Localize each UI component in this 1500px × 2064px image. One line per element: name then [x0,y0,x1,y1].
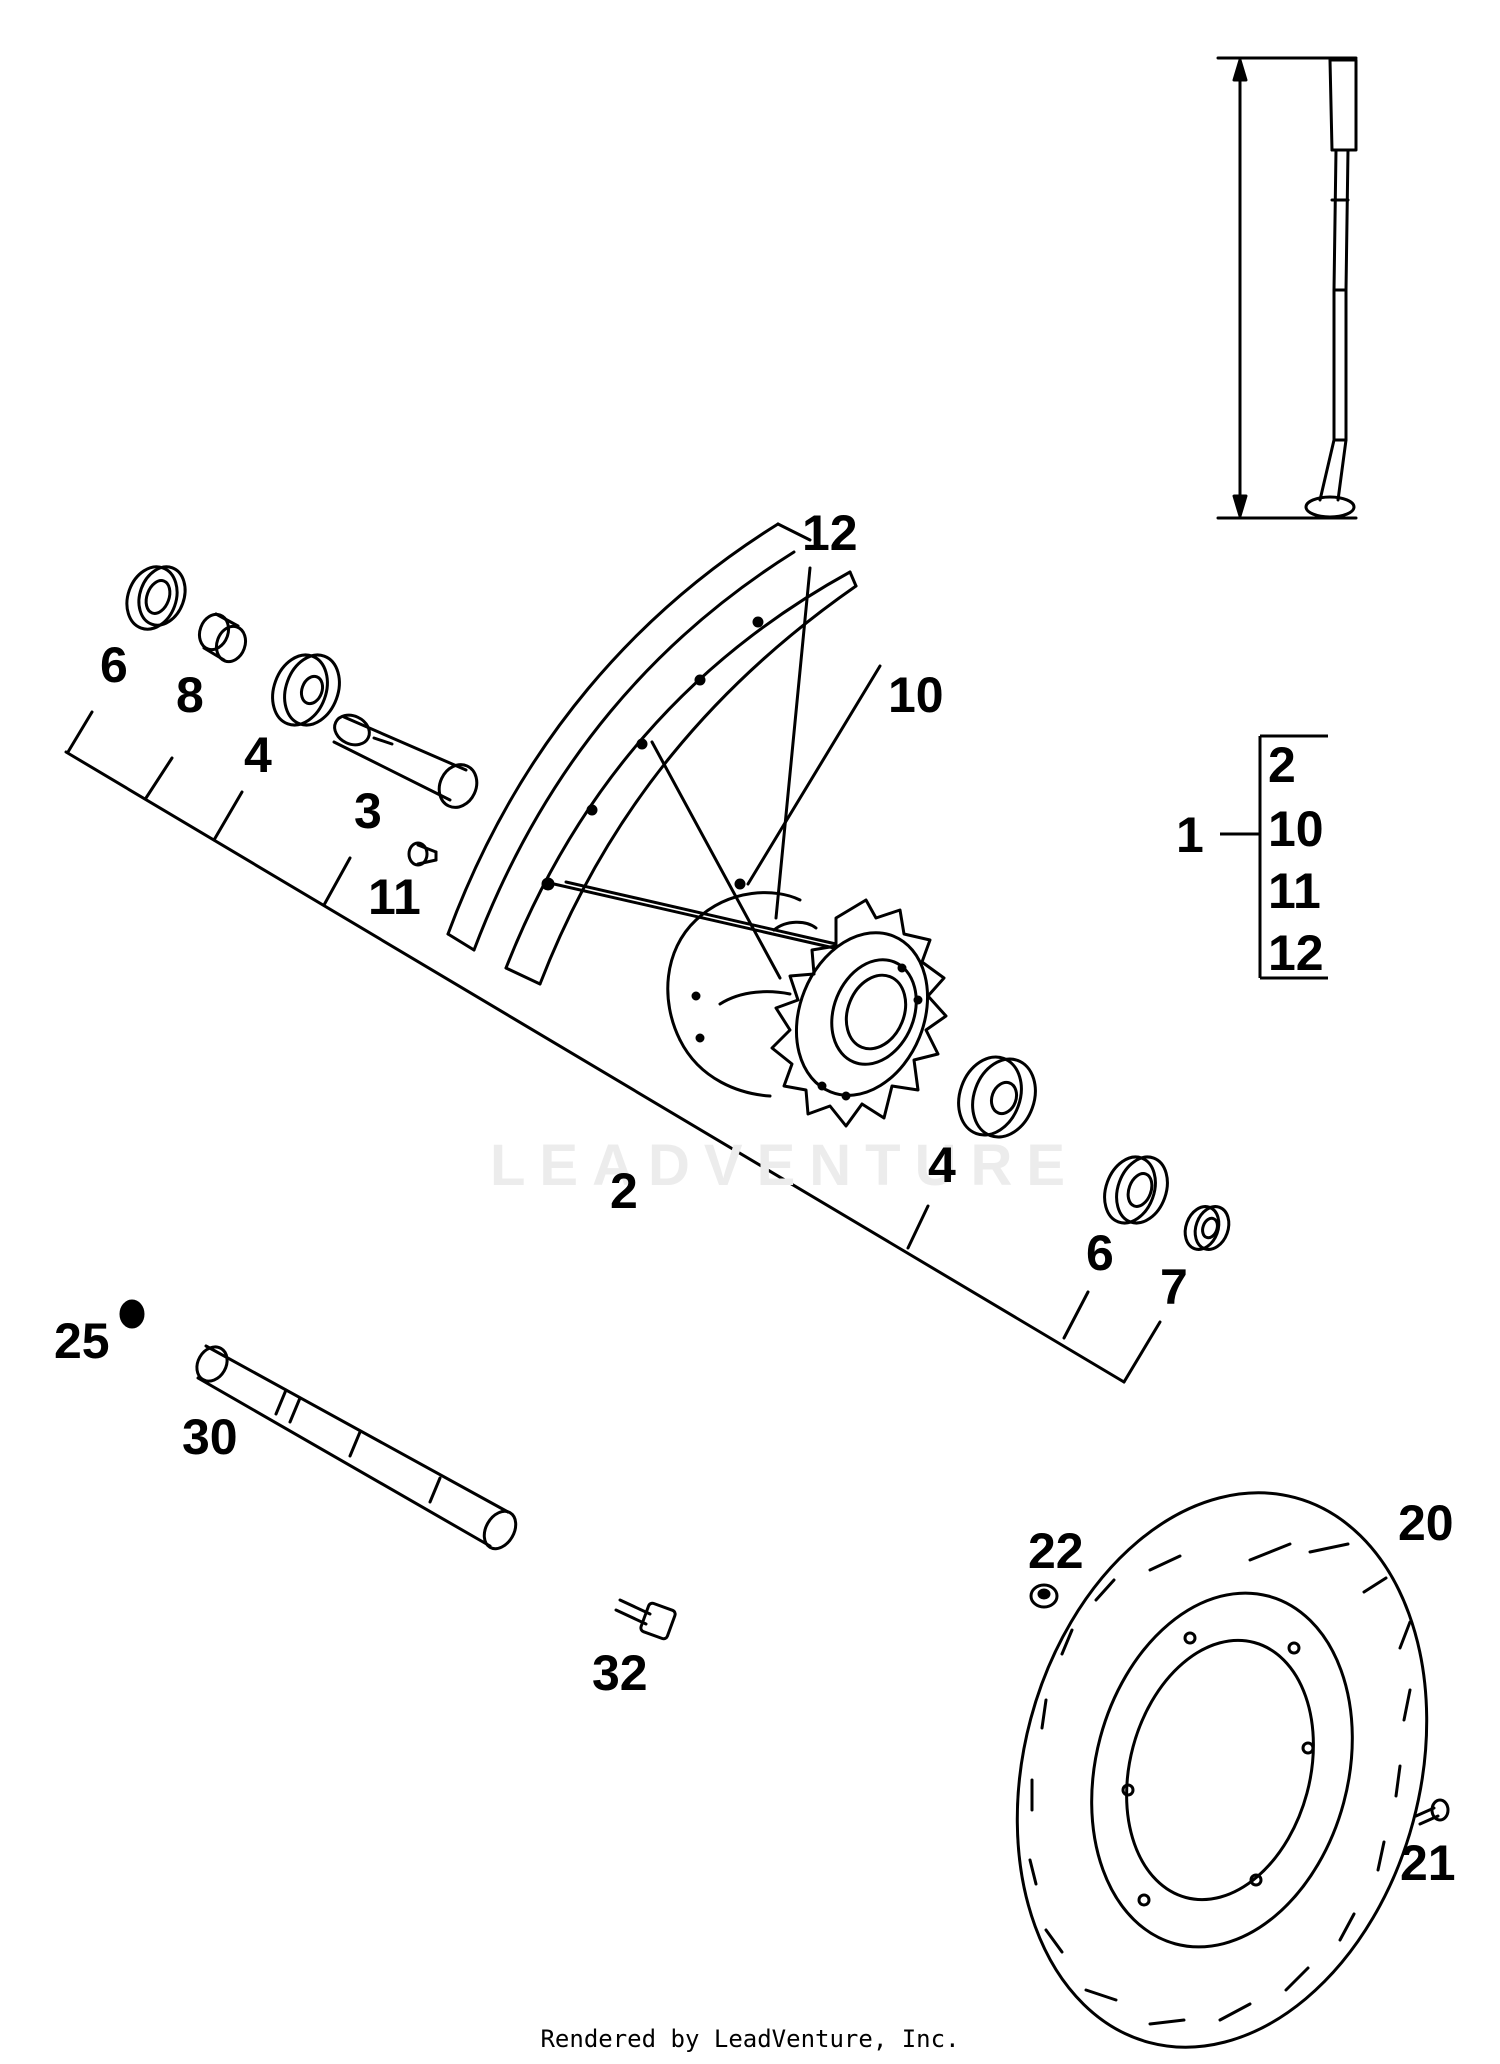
spacer-left [197,612,248,664]
kit-item: 2 [1268,737,1296,793]
callout-10: 10 [888,667,944,723]
bearing-left [271,653,341,727]
brake-disc [1015,1491,1429,2049]
nut-25 [119,1299,145,1329]
assembly-axis-line [64,710,1162,1384]
kit-bracket [1220,734,1328,980]
kit-item: 10 [1268,801,1324,857]
dust-seal-left [125,565,187,631]
distance-sleeve [332,713,479,809]
callout-2: 2 [610,1163,638,1219]
callout-7: 7 [1160,1259,1188,1315]
kit-item: 11 [1268,863,1321,919]
callout-12: 12 [802,505,858,561]
spoke-dimension-drawing [1216,56,1358,520]
callout-6-right: 6 [1086,1225,1114,1281]
callout-32: 32 [592,1645,648,1701]
callout-4-left: 4 [244,727,272,783]
rim [446,522,858,986]
spokes [552,566,882,980]
hub [666,878,948,1128]
dust-seal-right [1103,1155,1169,1225]
render-credit: Rendered by LeadVenture, Inc. [540,2025,960,2053]
callout-6-left: 6 [100,637,128,693]
valve-nipple [407,841,438,867]
callout-30: 30 [182,1409,238,1465]
kit-item: 12 [1268,925,1324,981]
callout-11: 11 [368,869,421,925]
callout-25: 25 [54,1313,110,1369]
callout-21: 21 [1400,1835,1456,1891]
bolt-32 [614,1598,677,1641]
spacer-right [1183,1205,1231,1251]
nut-22 [1029,1583,1059,1609]
callout-20: 20 [1398,1495,1454,1551]
callout-22: 22 [1028,1523,1084,1579]
kit-label: 1 [1176,807,1204,863]
bolt-21 [1414,1798,1450,1826]
callout-4-right: 4 [928,1137,956,1193]
axle [195,1344,518,1551]
watermark-text: LEADVENTURE [490,1133,1080,1198]
callout-8: 8 [176,667,204,723]
bearing-right [957,1055,1037,1139]
callout-3: 3 [354,783,382,839]
